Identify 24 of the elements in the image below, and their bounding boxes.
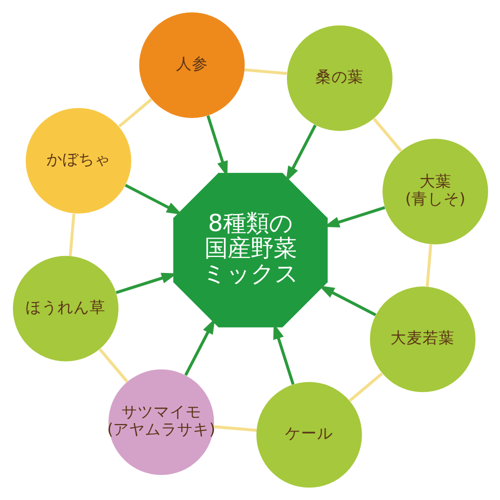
- connector: [372, 118, 402, 152]
- node-circle: 大葉 (青しそ): [382, 138, 488, 244]
- node-circle: ケール: [256, 382, 362, 488]
- arrow: [318, 286, 376, 316]
- node-circle: かぼちゃ: [25, 108, 131, 214]
- arrow: [285, 124, 316, 182]
- connector: [244, 68, 286, 75]
- connector: [98, 348, 128, 383]
- connector: [68, 214, 75, 256]
- arrow: [124, 184, 182, 215]
- node-circle: ほうれん草: [12, 256, 118, 362]
- node-circle: サツマイモ (アヤムラサキ): [108, 369, 214, 475]
- connector: [118, 98, 152, 128]
- arrow: [272, 323, 294, 385]
- connector: [425, 244, 432, 287]
- node-circle: 大麦若葉: [369, 286, 475, 392]
- node-circle: 人参: [138, 12, 244, 118]
- connector: [348, 372, 382, 402]
- arrow: [323, 206, 385, 228]
- connector: [214, 425, 256, 432]
- node-circle: 桑の葉: [286, 25, 392, 131]
- arrow: [184, 318, 215, 376]
- arrow: [115, 272, 177, 294]
- arrow: [206, 115, 228, 177]
